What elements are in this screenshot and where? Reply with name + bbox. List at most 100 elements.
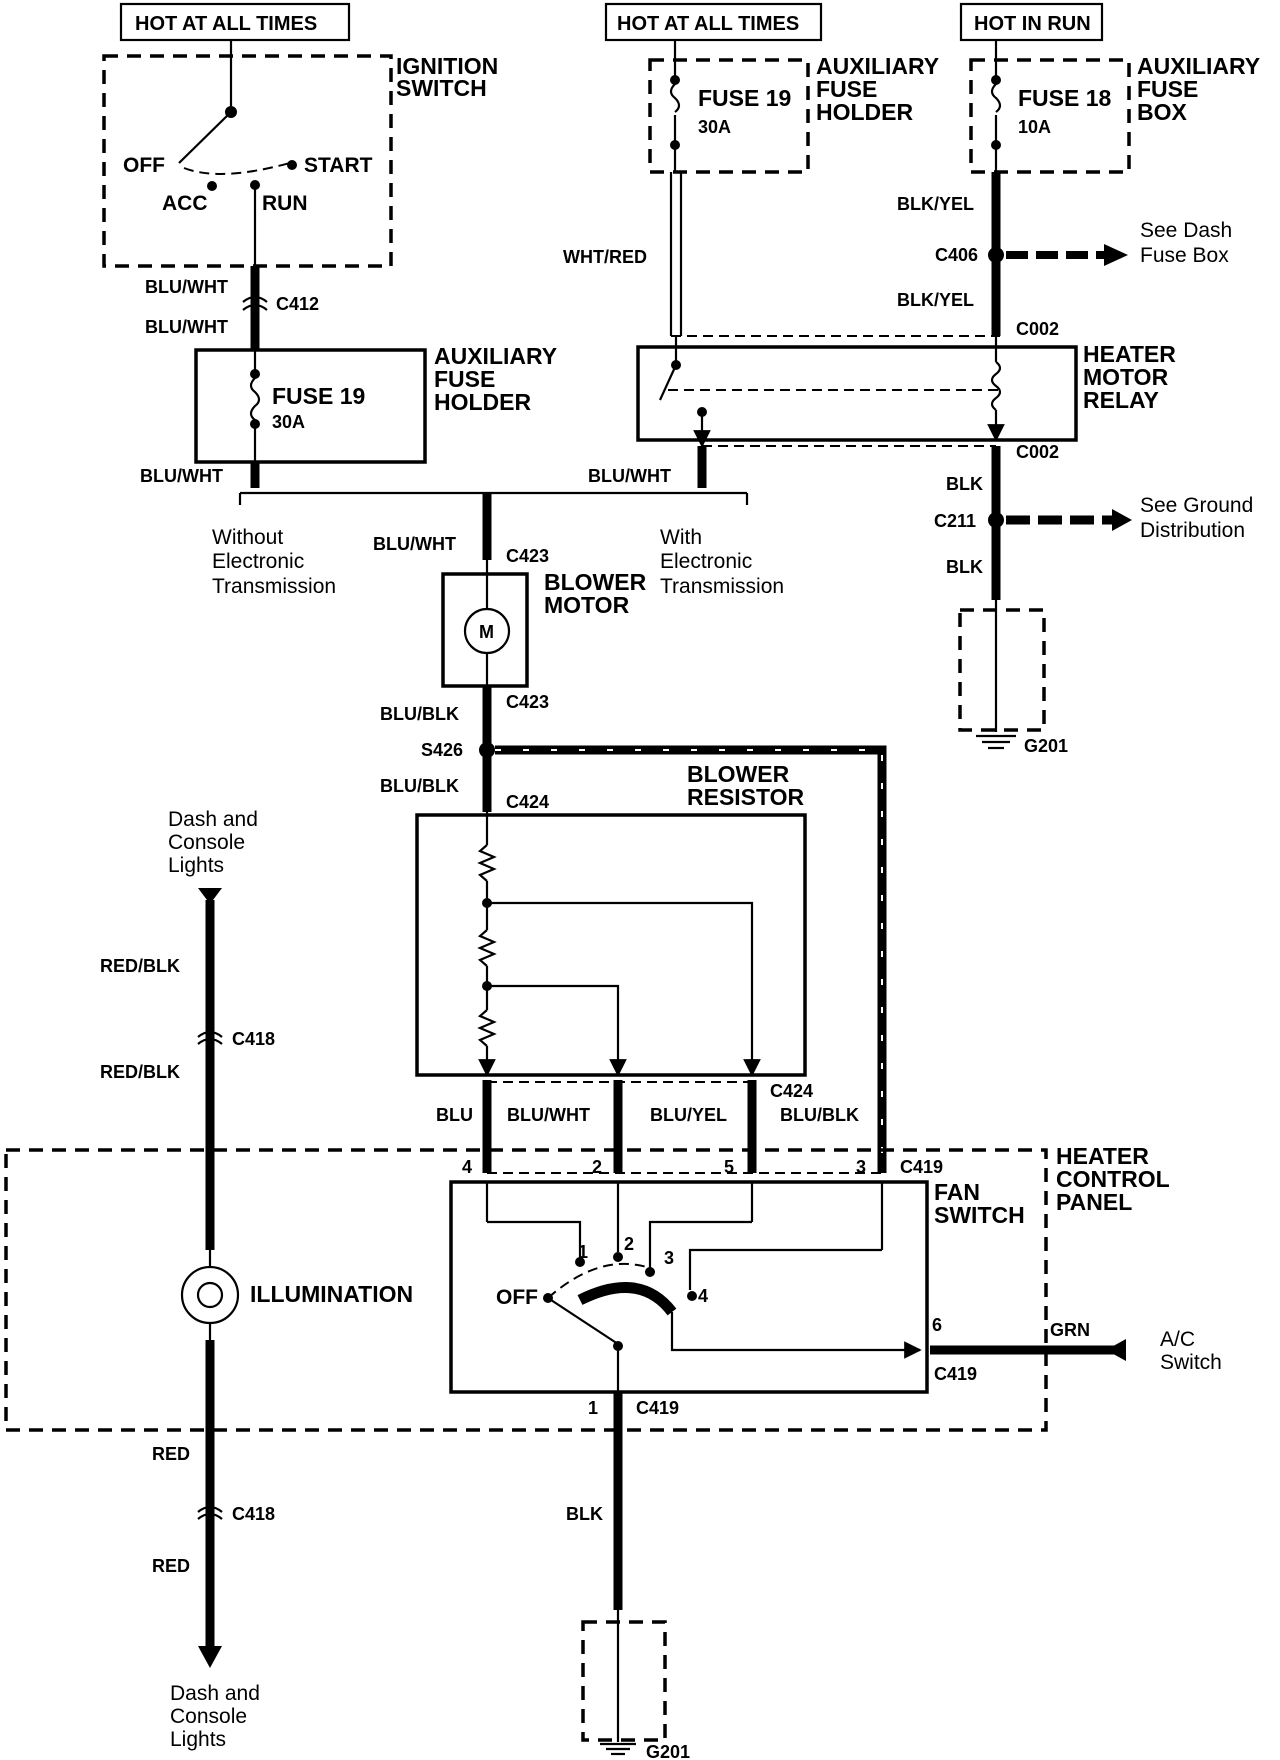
svg-text:RED/BLK: RED/BLK	[100, 956, 180, 976]
svg-text:SWITCH: SWITCH	[396, 75, 487, 101]
connector-c418-bottom: C418	[232, 1504, 275, 1524]
svg-text:GRN: GRN	[1050, 1320, 1090, 1340]
svg-text:BLK: BLK	[566, 1504, 603, 1524]
svg-text:SWITCH: SWITCH	[934, 1202, 1025, 1228]
svg-text:G201: G201	[646, 1742, 690, 1760]
svg-text:Console: Console	[168, 831, 245, 854]
aux-fuse-holder-top-title: AUXILIARY	[816, 53, 939, 79]
svg-text:6: 6	[932, 1315, 942, 1335]
fan-switch-off-label: OFF	[496, 1286, 538, 1309]
svg-text:Console: Console	[170, 1705, 247, 1728]
blower-motor: M BLOWER MOTOR	[441, 560, 647, 688]
svg-text:CONTROL: CONTROL	[1056, 1166, 1170, 1192]
svg-text:FUSE: FUSE	[1137, 76, 1198, 102]
blower-resistor-title: BLOWER	[687, 761, 790, 787]
ignition-switch: OFF START ACC RUN IGNITION SWITCH	[102, 40, 498, 268]
svg-text:30A: 30A	[272, 412, 305, 432]
svg-text:RED: RED	[152, 1556, 190, 1576]
aux-fuse-box: FUSE 18 10A AUXILIARY FUSE BOX	[969, 40, 1260, 174]
connector-c424-bottom: C424	[770, 1081, 813, 1101]
svg-text:RELAY: RELAY	[1083, 387, 1159, 413]
svg-text:Electronic: Electronic	[660, 550, 752, 573]
svg-text:FUSE: FUSE	[434, 366, 495, 392]
wire-blu-wht-relay-out: BLU/WHT	[588, 446, 707, 488]
svg-text:Electronic: Electronic	[212, 550, 304, 573]
wire-blk-relay-ground: C002 BLK C211 BLK	[934, 442, 1059, 600]
svg-text:HOT AT ALL TIMES: HOT AT ALL TIMES	[617, 13, 799, 35]
svg-text:Dash and: Dash and	[168, 808, 258, 831]
svg-text:BLU/WHT: BLU/WHT	[588, 466, 671, 486]
svg-text:Transmission: Transmission	[212, 575, 336, 598]
svg-text:FUSE 19: FUSE 19	[272, 383, 365, 409]
svg-text:Lights: Lights	[170, 1728, 226, 1751]
svg-text:FUSE 19: FUSE 19	[698, 85, 791, 111]
svg-text:1: 1	[588, 1398, 598, 1418]
connector-c419-right: C419	[934, 1364, 977, 1384]
svg-text:BLU/BLK: BLU/BLK	[380, 776, 459, 796]
illumination-circuit: Dash and Console Lights RED/BLK C418 RED…	[100, 808, 413, 1751]
svg-text:3: 3	[664, 1248, 674, 1268]
svg-text:RESISTOR: RESISTOR	[687, 784, 805, 810]
blower-resistor: BLOWER RESISTOR	[415, 761, 807, 1077]
svg-text:A/C: A/C	[1160, 1328, 1195, 1351]
fan-switch: 1 2 3 4 OFF FAN SWITCH	[449, 1179, 1025, 1394]
wire-blu-wht-ignition: BLU/WHT C412 BLU/WHT	[145, 266, 319, 350]
svg-text:FUSE: FUSE	[816, 76, 877, 102]
svg-text:BLK/YEL: BLK/YEL	[897, 290, 974, 310]
aux-fuse-holder-top: FUSE 19 30A AUXILIARY FUSE HOLDER	[648, 40, 939, 174]
splice-s426: S426	[421, 740, 463, 760]
ignition-run-label: RUN	[262, 192, 308, 215]
svg-text:RED/BLK: RED/BLK	[100, 1062, 180, 1082]
svg-text:BLK: BLK	[946, 557, 983, 577]
source-header-hot-in-run: HOT IN RUN	[959, 2, 1104, 42]
connector-c419-bottom: C419	[636, 1398, 679, 1418]
ignition-switch-title: IGNITION	[396, 53, 498, 79]
fan-switch-pins: 4 2 5 3 C419	[462, 1157, 943, 1177]
svg-text:MOTOR: MOTOR	[544, 592, 630, 618]
svg-text:Switch: Switch	[1160, 1351, 1222, 1374]
svg-text:FUSE 18: FUSE 18	[1018, 85, 1112, 111]
svg-text:BLU/WHT: BLU/WHT	[145, 317, 228, 337]
connector-c211: C211	[934, 511, 976, 531]
wire-grn-ac-switch: 6 GRN C419 A/C Switch	[930, 1315, 1222, 1384]
aux-fuse-holder-left: FUSE 19 30A AUXILIARY FUSE HOLDER	[194, 343, 557, 464]
ignition-off-label: OFF	[123, 154, 165, 177]
svg-text:HOT AT ALL TIMES: HOT AT ALL TIMES	[135, 13, 317, 35]
fan-switch-title: FAN	[934, 1179, 980, 1205]
svg-text:Lights: Lights	[168, 854, 224, 877]
ground-g201-bottom: G201	[581, 1610, 690, 1760]
svg-text:BLU/WHT: BLU/WHT	[140, 466, 223, 486]
svg-text:See Dash: See Dash	[1140, 219, 1232, 242]
svg-text:BOX: BOX	[1137, 99, 1188, 125]
source-header-hot-at-all-times-1: HOT AT ALL TIMES	[119, 2, 351, 42]
svg-text:HOLDER: HOLDER	[434, 389, 532, 415]
svg-text:HOLDER: HOLDER	[816, 99, 914, 125]
svg-text:Dash and: Dash and	[170, 1682, 260, 1705]
connector-c419-top: C419	[900, 1157, 943, 1177]
ground-g201-right: G201	[958, 600, 1068, 756]
svg-text:Transmission: Transmission	[660, 575, 784, 598]
svg-text:10A: 10A	[1018, 117, 1051, 137]
heater-motor-relay-title: HEATER	[1083, 341, 1176, 367]
see-ground-distribution-link: See Ground Distribution	[1006, 494, 1253, 542]
svg-text:WHT/RED: WHT/RED	[563, 247, 647, 267]
svg-text:BLU/BLK: BLU/BLK	[380, 704, 459, 724]
svg-text:BLU/BLK: BLU/BLK	[780, 1105, 859, 1125]
resistor-output-wires: C424 BLU BLU/WHT BLU/YEL	[436, 1080, 813, 1173]
connector-c423-top: C423	[506, 546, 549, 566]
wire-wht-red: WHT/RED	[563, 172, 683, 336]
svg-text:See Ground: See Ground	[1140, 494, 1253, 517]
wire-blu-blk-motor-out: BLU/BLK C423 S426 BLU/BLK C424	[380, 686, 549, 812]
svg-text:4: 4	[698, 1286, 708, 1306]
svg-text:PANEL: PANEL	[1056, 1189, 1132, 1215]
wire-blu-blk-bypass: BLU/BLK	[495, 745, 887, 1173]
heater-motor-relay: HEATER MOTOR RELAY	[636, 335, 1176, 448]
svg-text:MOTOR: MOTOR	[1083, 364, 1169, 390]
ignition-start-label: START	[304, 154, 373, 177]
connector-c424-top: C424	[506, 792, 549, 812]
svg-text:Without: Without	[212, 526, 283, 549]
svg-text:BLK: BLK	[946, 474, 983, 494]
heater-control-panel-title: HEATER	[1056, 1143, 1149, 1169]
svg-text:30A: 30A	[698, 117, 731, 137]
connector-c002-bottom: C002	[1016, 442, 1059, 462]
